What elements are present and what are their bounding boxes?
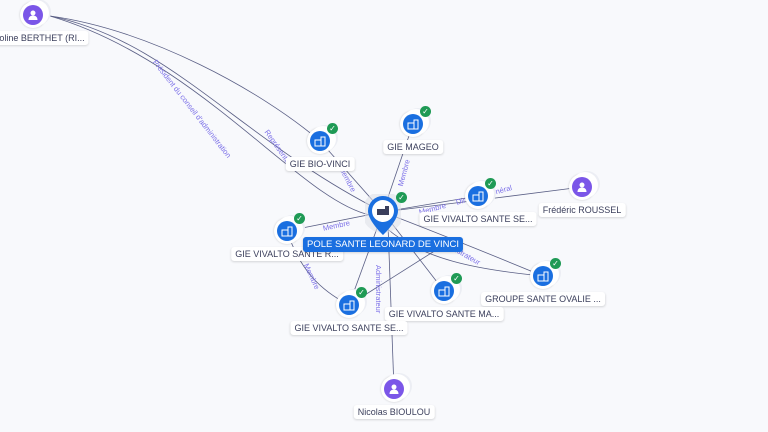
verified-icon: ✓ [485, 178, 496, 189]
graph-node-vivr[interactable]: ✓ [274, 213, 305, 244]
graph-node-mageo[interactable]: ✓ [400, 106, 431, 137]
graph-node-ovalie[interactable]: ✓ [530, 258, 561, 289]
graph-node-label[interactable]: Frédéric ROUSSEL [538, 203, 626, 217]
building-icon [377, 206, 389, 215]
graph-node-label[interactable]: Nicolas BIOULOU [353, 405, 435, 419]
verified-icon: ✓ [550, 258, 561, 269]
building-icon [281, 226, 293, 237]
verified-icon: ✓ [451, 273, 462, 284]
verified-icon: ✓ [396, 192, 407, 203]
graph-node-vivma[interactable]: ✓ [431, 273, 462, 304]
graph-node-label[interactable]: GIE BIO-VINCI [285, 157, 355, 171]
building-icon [314, 136, 326, 147]
verified-icon: ✓ [294, 213, 305, 224]
edge [49, 15, 321, 142]
building-icon [343, 300, 355, 311]
graph-node-roussel[interactable] [569, 174, 595, 200]
graph-node-label[interactable]: GIE VIVALTO SANTE SE... [419, 212, 537, 226]
center-node[interactable]: ✓ [362, 191, 407, 235]
graph-node-label[interactable]: oline BERTHET (RI... [0, 31, 89, 45]
graph-node-bioulou[interactable] [381, 376, 407, 402]
edge [49, 15, 384, 213]
person-icon [389, 384, 399, 394]
graph-node-vivse1[interactable]: ✓ [465, 178, 496, 209]
building-icon [537, 271, 549, 282]
edge [382, 224, 544, 277]
verified-icon: ✓ [356, 287, 367, 298]
edge [49, 15, 371, 216]
center-node-label[interactable]: POLE SANTE LEONARD DE VINCI [302, 237, 464, 252]
edge-label-administrateur: Administrateur [374, 265, 383, 314]
graph-node-biovinci[interactable]: ✓ [307, 123, 338, 154]
verified-icon: ✓ [327, 123, 338, 134]
person-icon [28, 10, 38, 20]
graph-node-label[interactable]: GIE MAGEO [383, 140, 443, 154]
building-icon [438, 286, 450, 297]
map-pin-icon [362, 191, 404, 235]
graph-node-berthet[interactable] [20, 2, 46, 28]
person-icon [577, 182, 587, 192]
building-icon [472, 191, 484, 202]
graph-node-label[interactable]: GIE VIVALTO SANTE MA... [384, 307, 504, 321]
verified-icon: ✓ [420, 106, 431, 117]
building-icon [407, 119, 419, 130]
graph-node-label[interactable]: GIE VIVALTO SANTE SE... [290, 321, 408, 335]
graph-node-vivse2[interactable]: ✓ [336, 287, 367, 318]
graph-node-label[interactable]: GROUPE SANTE OVALIE ... [481, 292, 605, 306]
